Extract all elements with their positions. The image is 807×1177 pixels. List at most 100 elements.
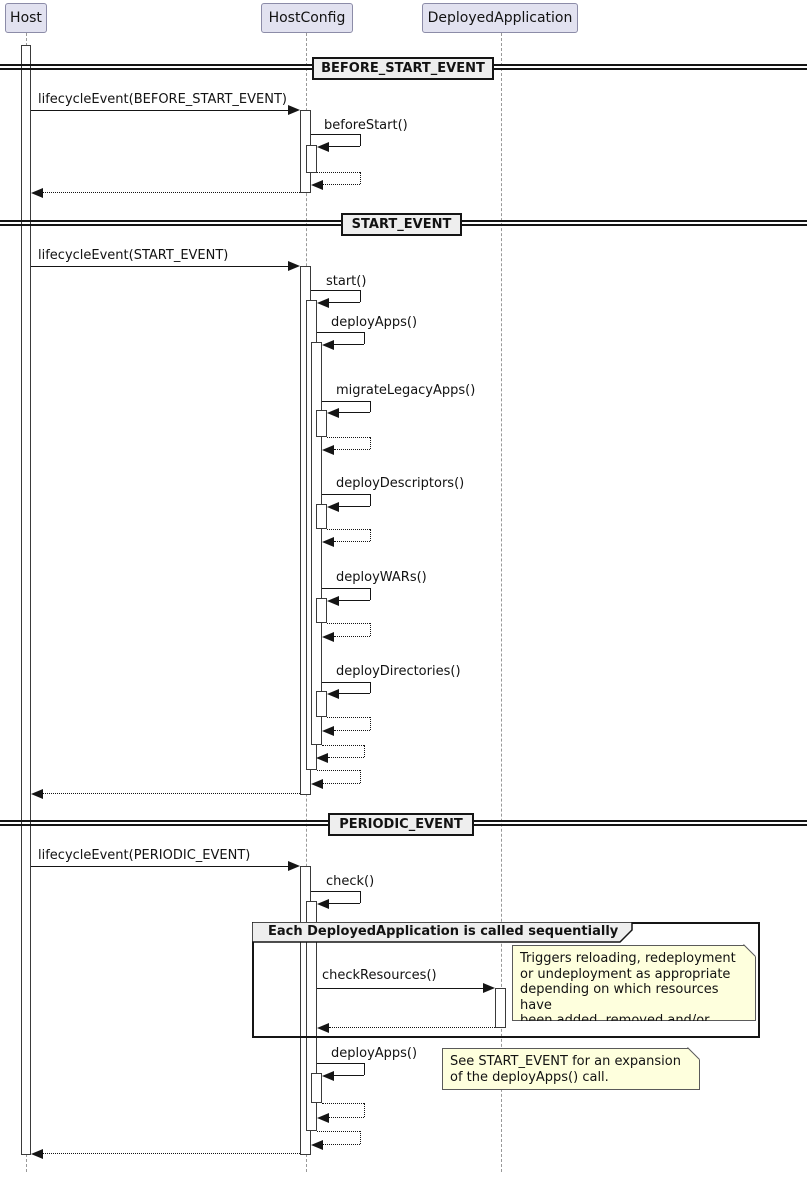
arrowhead-left-icon xyxy=(327,596,339,606)
arrowhead-left-icon xyxy=(322,1071,334,1081)
self-call-line xyxy=(360,134,361,146)
participant-deployedapplication: DeployedApplication xyxy=(422,3,578,33)
return-line xyxy=(317,1131,360,1132)
self-call-line xyxy=(339,600,370,601)
self-call-line xyxy=(339,506,370,507)
message-label-migratelegacyapps: migrateLegacyApps() xyxy=(336,383,476,398)
arrowhead-left-icon xyxy=(311,1140,323,1150)
arrowhead-left-icon xyxy=(322,445,334,455)
self-call-line xyxy=(370,401,371,412)
group-header xyxy=(252,922,633,943)
return-line xyxy=(360,172,361,184)
activation-bar-deploydirectories xyxy=(316,691,327,717)
self-call-line xyxy=(364,1063,365,1075)
activation-bar-deployapps xyxy=(311,342,322,745)
message-label-beforestart: beforeStart() xyxy=(324,118,408,133)
self-call-line xyxy=(334,344,364,345)
self-call-line xyxy=(329,146,360,147)
return-line xyxy=(360,770,361,783)
divider-before-start-event: BEFORE_START_EVENT xyxy=(312,57,494,80)
arrowhead-left-icon xyxy=(31,188,43,198)
message-line xyxy=(31,866,289,867)
arrowhead-left-icon xyxy=(322,537,334,547)
self-call-line xyxy=(329,302,360,303)
return-line xyxy=(329,1027,495,1028)
arrowhead-left-icon xyxy=(327,689,339,699)
return-line xyxy=(370,717,371,730)
return-line xyxy=(328,757,364,758)
message-label-deploywars: deployWARs() xyxy=(336,570,427,585)
self-call-line xyxy=(370,588,371,600)
note-check-resources: Triggers reloading, redeployment or unde… xyxy=(512,945,756,1021)
return-line xyxy=(327,623,370,624)
arrowhead-left-icon xyxy=(327,408,339,418)
arrowhead-right-icon xyxy=(288,105,300,115)
message-label-lifecycle-periodic: lifecycleEvent(PERIODIC_EVENT) xyxy=(38,848,251,863)
participant-label: Host xyxy=(10,10,42,26)
arrowhead-left-icon xyxy=(317,298,329,308)
self-call-line xyxy=(339,412,370,413)
message-label-start: start() xyxy=(326,274,367,289)
return-line xyxy=(334,541,370,542)
message-label-deployapps: deployApps() xyxy=(331,315,418,330)
activation-bar-host xyxy=(21,45,31,1155)
message-line xyxy=(31,266,289,267)
self-call-line xyxy=(322,401,370,402)
activation-bar-check xyxy=(306,901,317,1131)
self-call-line xyxy=(311,290,360,291)
divider-label: START_EVENT xyxy=(351,217,452,232)
arrowhead-right-icon xyxy=(483,983,495,993)
return-line xyxy=(334,730,370,731)
return-line xyxy=(364,1103,365,1117)
return-line-to-host xyxy=(43,1153,300,1154)
return-line xyxy=(317,770,360,771)
self-call-line xyxy=(364,332,365,344)
divider-label: PERIODIC_EVENT xyxy=(339,817,463,832)
return-line xyxy=(370,529,371,541)
divider-label: BEFORE_START_EVENT xyxy=(321,61,485,76)
activation-bar-migratelegacyapps xyxy=(316,410,327,437)
self-call-line xyxy=(360,290,361,302)
self-call-line xyxy=(311,134,360,135)
lifeline-deployedapplication xyxy=(501,33,502,1172)
self-call-line xyxy=(334,1075,364,1076)
arrowhead-left-icon xyxy=(317,1113,329,1123)
return-line xyxy=(370,437,371,449)
note-deploy-apps: See START_EVENT for an expansion of the … xyxy=(442,1048,700,1090)
arrowhead-left-icon xyxy=(322,726,334,736)
message-label-deploydirectories: deployDirectories() xyxy=(336,664,461,679)
arrowhead-left-icon xyxy=(316,753,328,763)
participant-label: HostConfig xyxy=(268,10,346,26)
divider-periodic-event: PERIODIC_EVENT xyxy=(328,813,474,836)
activation-bar-deployedapplication xyxy=(495,988,506,1028)
arrowhead-left-icon xyxy=(317,142,329,152)
message-line xyxy=(317,988,484,989)
arrowhead-right-icon xyxy=(288,861,300,871)
arrowhead-left-icon xyxy=(311,180,323,190)
self-call-line xyxy=(317,332,364,333)
activation-bar-deploywars xyxy=(316,598,327,623)
return-line xyxy=(334,636,370,637)
return-line xyxy=(323,1144,360,1145)
return-line xyxy=(327,717,370,718)
activation-bar-deployapps-periodic xyxy=(311,1073,322,1103)
divider-start-event: START_EVENT xyxy=(341,213,462,236)
return-line xyxy=(327,437,370,438)
return-line xyxy=(360,1131,361,1144)
message-label-checkresources: checkResources() xyxy=(322,968,437,983)
self-call-line xyxy=(370,682,371,693)
arrowhead-left-icon xyxy=(322,632,334,642)
arrowhead-right-icon xyxy=(288,261,300,271)
message-label-lifecycle-start: lifecycleEvent(START_EVENT) xyxy=(38,248,229,263)
self-call-line xyxy=(339,693,370,694)
return-line xyxy=(334,449,370,450)
return-line xyxy=(322,745,364,746)
activation-bar-beforestart xyxy=(306,145,317,173)
return-line-to-host xyxy=(43,793,300,794)
return-line xyxy=(323,783,360,784)
message-label-deployapps-periodic: deployApps() xyxy=(331,1046,418,1061)
self-call-line xyxy=(311,891,360,892)
group-label: Each DeployedApplication is called seque… xyxy=(268,924,619,939)
arrowhead-left-icon xyxy=(311,779,323,789)
